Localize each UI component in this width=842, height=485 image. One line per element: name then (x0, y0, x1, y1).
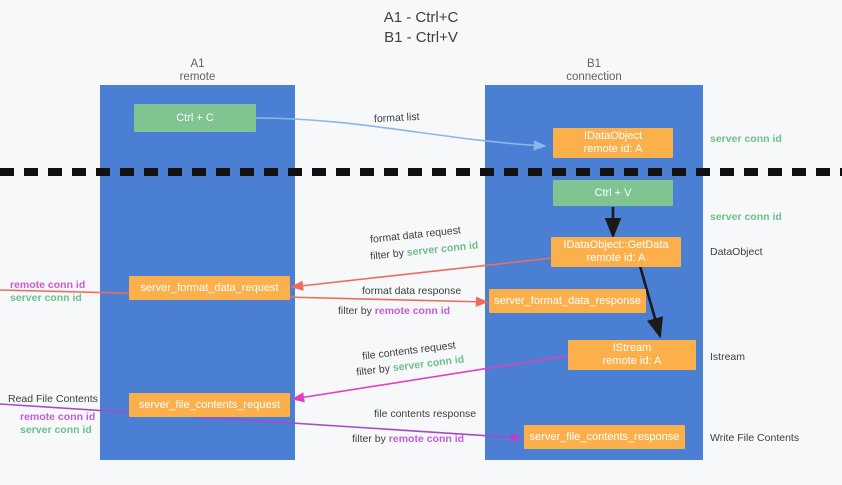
side-label-remote-conn-id-1: remote conn id (10, 279, 86, 291)
side-label-server-conn-id-mid: server conn id (710, 211, 782, 223)
node-getdata-line2: remote id: A (586, 252, 646, 264)
edge-filter-file-contents-response: filter by remote conn id (352, 433, 464, 446)
remote-conn-id-text-1: remote conn id (374, 305, 451, 317)
side-label-remote-conn-id-2: remote conn id (20, 411, 96, 423)
node-idataobject-line2: remote id: A (583, 143, 643, 155)
edge-label-file-contents-response: file contents response (374, 408, 477, 420)
side-label-write-file-contents: Write File Contents (710, 432, 800, 444)
column-b1-name: B1 (586, 58, 602, 70)
dashed-separator (0, 168, 842, 176)
node-sfcreq-label: server_file_contents_request (138, 398, 281, 411)
edge-filter-format-data-response: filter by remote conn id (338, 305, 450, 318)
side-label-server-conn-id-top: server conn id (710, 133, 782, 145)
filter-by-text-3: filter by (355, 362, 391, 379)
node-sfdreq-label: server_format_data_request (140, 281, 279, 294)
node-sfcres-label: server_file_contents_response (529, 430, 680, 443)
node-ctrl-v-label: Ctrl + V (594, 186, 632, 199)
node-idataobject-line1: IDataObject (583, 130, 643, 142)
node-istream-line1: IStream (612, 342, 652, 354)
side-label-istream: Istream (710, 351, 746, 363)
node-ctrl-c[interactable]: Ctrl + C (134, 104, 256, 132)
side-label-server-conn-id-1: server conn id (10, 292, 82, 304)
column-header-b1: B1 connection (485, 58, 703, 84)
node-ctrl-c-label: Ctrl + C (176, 111, 214, 124)
side-label-read-file-contents: Read File Contents (8, 393, 98, 405)
node-sfdres-label: server_format_data_response (494, 294, 641, 307)
edge-label-format-data-response: format data response (362, 285, 462, 297)
server-conn-id-text-1: server conn id (406, 239, 479, 259)
filter-by-text-2: filter by (338, 305, 372, 317)
side-label-server-conn-id-2: server conn id (20, 424, 92, 436)
column-header-a1: A1 remote (100, 58, 295, 84)
column-a1-name: A1 (190, 58, 205, 70)
column-a1-sub: remote (179, 71, 216, 83)
node-istream-line2: remote id: A (602, 355, 662, 367)
node-server-file-contents-request[interactable]: server_file_contents_request (129, 393, 290, 417)
node-server-format-data-request[interactable]: server_format_data_request (129, 276, 290, 300)
column-b1-sub: connection (566, 71, 622, 83)
diagram-title: A1 - Ctrl+C B1 - Ctrl+V (0, 8, 842, 48)
node-istream[interactable]: IStream remote id: A (568, 340, 696, 370)
side-label-dataobject: DataObject (710, 246, 763, 258)
node-server-file-contents-response[interactable]: server_file_contents_response (524, 425, 685, 449)
node-server-format-data-response[interactable]: server_format_data_response (489, 289, 646, 313)
title-line-2: B1 - Ctrl+V (384, 29, 458, 46)
filter-by-text-1: filter by (369, 247, 405, 263)
remote-conn-id-text-2: remote conn id (388, 433, 465, 445)
node-idataobject[interactable]: IDataObject remote id: A (553, 128, 673, 158)
node-idataobject-getdata[interactable]: IDataObject::GetData remote id: A (551, 237, 681, 267)
title-line-1: A1 - Ctrl+C (383, 9, 459, 26)
node-ctrl-v[interactable]: Ctrl + V (553, 180, 673, 206)
edge-label-format-list: format list (373, 110, 420, 126)
filter-by-text-4: filter by (352, 433, 386, 445)
node-getdata-line1: IDataObject::GetData (563, 239, 669, 251)
